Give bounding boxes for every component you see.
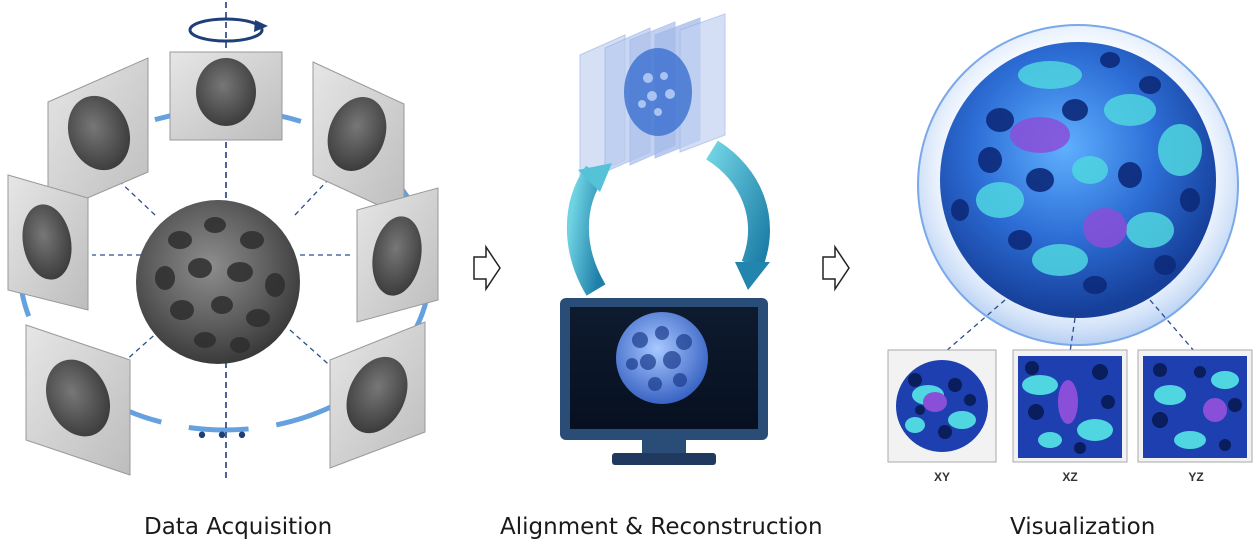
more-projections-ellipsis: • • •	[196, 424, 249, 449]
projection-image-left	[7, 174, 89, 311]
slice-label-yz: YZ	[1188, 470, 1203, 484]
projection-image-right	[356, 187, 439, 323]
slice-connectors	[944, 299, 1196, 353]
nanoparticle-3d	[136, 200, 300, 364]
slice-label-xz: XZ	[1062, 470, 1077, 484]
projection-image-upper-left	[47, 57, 149, 216]
slice-yz: YZ	[1137, 349, 1253, 484]
rotation-arrow-icon	[188, 17, 268, 43]
stage-label-acquisition: Data Acquisition	[144, 514, 333, 540]
refinement-cycle-arrows	[566, 140, 770, 296]
slice-label-xy: XY	[934, 470, 950, 484]
projection-image-lower-left	[25, 324, 131, 476]
segmented-particle-3d	[940, 42, 1216, 318]
reconstruction-panel	[560, 13, 770, 465]
flow-arrow-icon	[822, 244, 850, 292]
projection-image-top	[169, 51, 283, 141]
projection-image-lower-right	[329, 321, 426, 469]
projection-image-upper-right	[312, 61, 405, 218]
acquisition-panel: • • •	[7, 2, 439, 478]
flow-arrow-icon	[473, 244, 501, 292]
projection-connectors	[92, 179, 352, 371]
slice-xz: XZ	[1012, 349, 1128, 484]
stage-label-visualization: Visualization	[1010, 514, 1156, 540]
visualization-panel: XY XZ YZ	[887, 24, 1253, 484]
stage-label-reconstruction: Alignment & Reconstruction	[500, 514, 823, 540]
monitor-icon	[560, 298, 768, 465]
slice-xy: XY	[887, 349, 997, 484]
aligned-slices-stack	[579, 13, 726, 181]
